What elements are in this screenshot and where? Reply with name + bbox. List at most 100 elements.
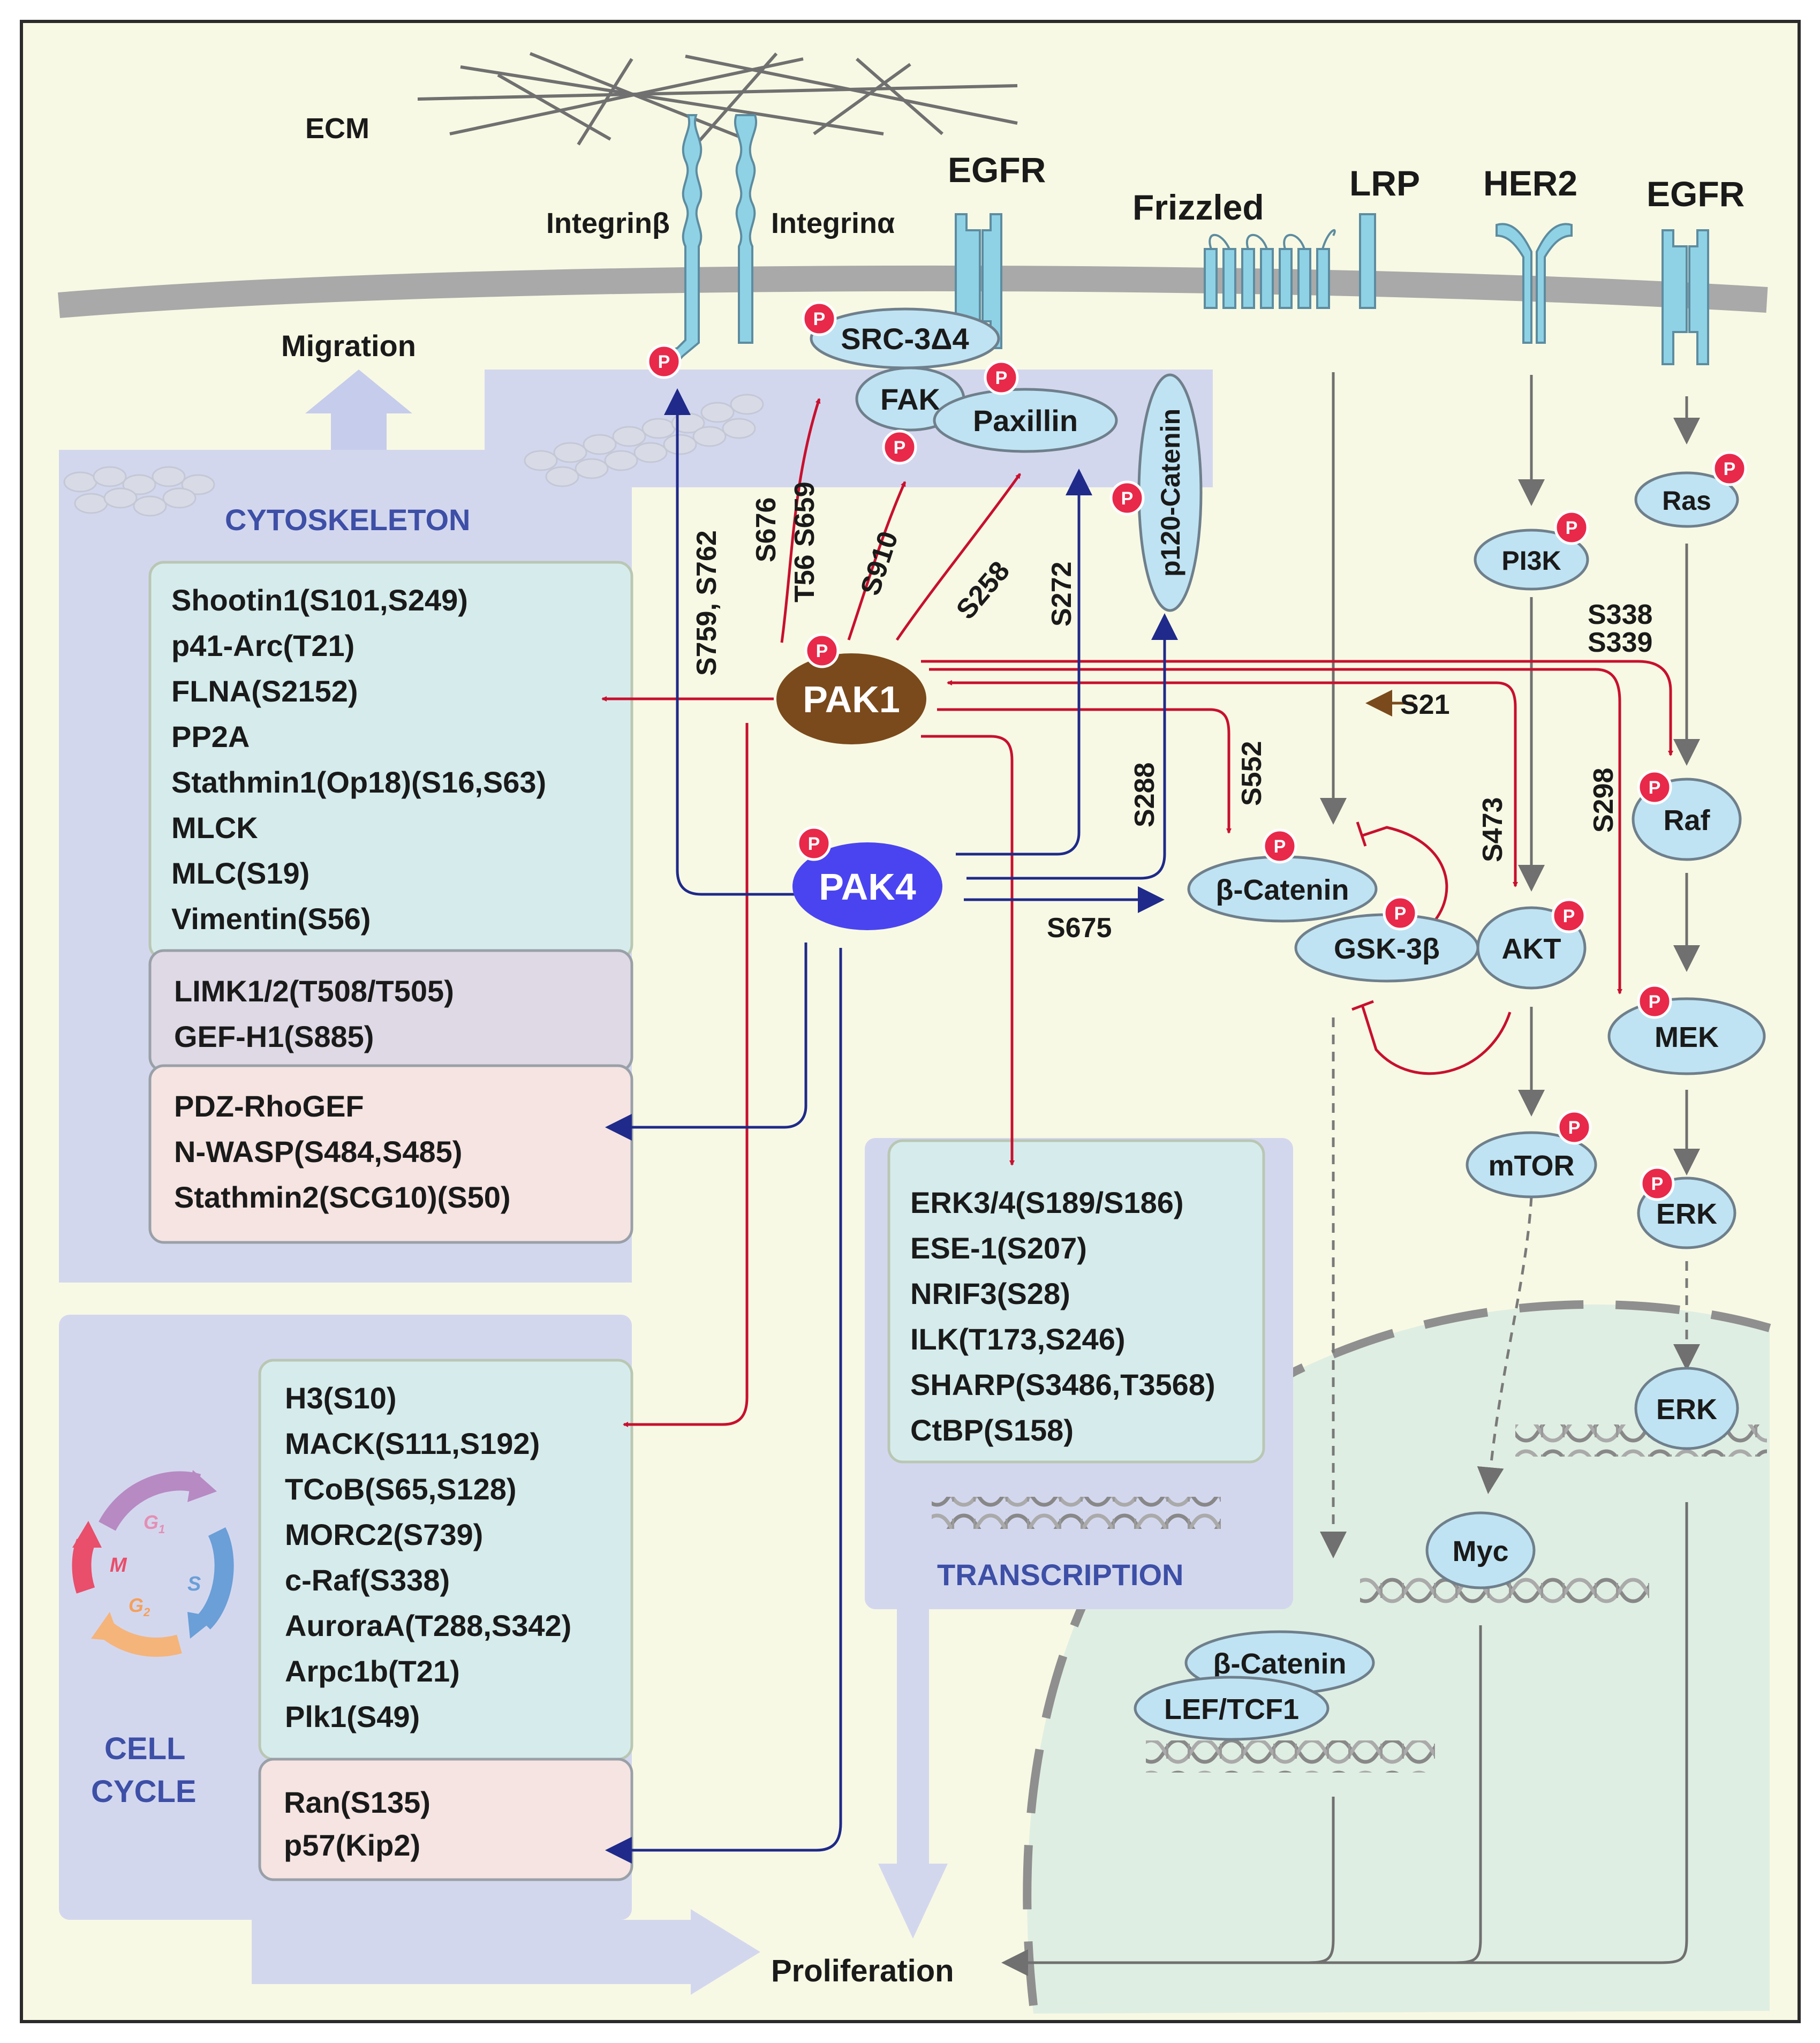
svg-text:P: P (1563, 906, 1575, 926)
phospho-badge (984, 360, 1019, 395)
pak1-node (776, 653, 926, 744)
site-s298: S298 (1588, 768, 1619, 833)
inhibition-arcs (1351, 821, 1512, 1075)
egfr-right-label: EGFR (1647, 174, 1745, 214)
her2-receptor (1496, 223, 1573, 344)
pak4-arrows (605, 388, 1178, 1864)
svg-text:P: P (1568, 1118, 1581, 1138)
site-s759-s762: S759, S762 (691, 530, 722, 676)
site-s339: S339 (1588, 627, 1652, 658)
svg-text:P: P (1724, 459, 1736, 479)
myc-label: Myc (1452, 1535, 1508, 1567)
akt-label: AKT (1502, 933, 1561, 965)
p120-catenin-label: p120-Catenin (1156, 409, 1185, 577)
g1-label: G1 (144, 1511, 165, 1536)
mtor-label: mTOR (1488, 1150, 1574, 1182)
pi3k-node (1474, 529, 1589, 591)
integrin-alpha-label: Integrinα (771, 207, 895, 239)
her2-label: HER2 (1483, 163, 1577, 203)
beta-catenin-label: β-Catenin (1216, 874, 1349, 906)
lrp-receptor (1359, 213, 1376, 309)
cell-cycle-pak4-box (258, 1758, 633, 1881)
actin-filament-decoration (63, 394, 764, 517)
site-t56-s659: T56 S659 (789, 482, 820, 603)
s-label: S (187, 1573, 201, 1595)
g2-label: G2 (129, 1594, 150, 1619)
ecm-fibers (417, 52, 1018, 146)
list-item: LIMK1/2(T508/T505) (174, 974, 454, 1008)
svg-text:P: P (808, 834, 820, 854)
list-item: MLC(S19) (171, 856, 309, 890)
lef-tcf1-label: LEF/TCF1 (1164, 1693, 1299, 1725)
mtor-node (1466, 1131, 1597, 1198)
canonical-pathway-arrows (1001, 372, 1700, 1976)
pak4-label: PAK4 (819, 866, 916, 908)
list-item: AuroraA(T288,S342) (285, 1609, 571, 1642)
cytoskeleton-list: Shootin1(S101,S249) p41-Arc(T21) FLNA(S2… (171, 583, 546, 1214)
proliferation-arrow-v-shaft (897, 1609, 929, 1866)
site-s676: S676 (751, 497, 782, 562)
list-item: p57(Kip2) (284, 1828, 420, 1862)
svg-text:P: P (894, 438, 906, 458)
list-item: FLNA(S2152) (171, 674, 358, 708)
paxillin-label: Paxillin (973, 404, 1078, 438)
site-s552: S552 (1236, 741, 1267, 806)
list-item: CtBP(S158) (910, 1413, 1074, 1447)
erk-nucleus-node (1634, 1367, 1739, 1450)
list-item: H3(S10) (285, 1381, 397, 1415)
mek-label: MEK (1655, 1021, 1719, 1053)
cell-cycle-icon: G1 S G2 M (72, 1470, 234, 1657)
list-item: MACK(S111,S192) (285, 1427, 540, 1460)
phospho-badge (1551, 898, 1587, 933)
cytoskeleton-label: CYTOSKELETON (225, 503, 470, 537)
site-s288: S288 (1129, 763, 1160, 827)
frizzled-receptor (1204, 229, 1336, 309)
proliferation-arrow-h-shaft (252, 1920, 691, 1984)
gsk3b-label: GSK-3β (1334, 933, 1440, 965)
phospho-badges: P P P P P P P P P P P P P P P P (646, 301, 1747, 1201)
list-item: Stathmin1(Op18)(S16,S63) (171, 765, 546, 799)
ecm-label: ECM (305, 112, 369, 145)
myc-node (1425, 1511, 1536, 1589)
lrp-label: LRP (1349, 163, 1420, 203)
site-s21: S21 (1400, 689, 1450, 720)
raf-label: Raf (1663, 804, 1710, 836)
phospho-site-labels: S759, S762 S676 T56 S659 S910 S258 S272 … (691, 482, 1652, 944)
ras-label: Ras (1662, 486, 1711, 516)
proliferation-label: Proliferation (771, 1954, 954, 1988)
list-item: ESE-1(S207) (910, 1231, 1087, 1265)
list-item: ILK(T173,S246) (910, 1322, 1126, 1356)
erk-nucleus-label: ERK (1656, 1393, 1717, 1426)
phospho-badge (1109, 480, 1145, 516)
erk-cytoplasm-label: ERK (1656, 1198, 1717, 1230)
migration-arrow (305, 370, 412, 450)
list-item: NRIF3(S28) (910, 1277, 1070, 1310)
phospho-badge (1640, 1166, 1675, 1201)
svg-text:P: P (813, 309, 826, 329)
phospho-badge (1712, 451, 1747, 486)
pi3k-label: PI3K (1501, 546, 1561, 576)
list-item: Plk1(S49) (285, 1700, 420, 1733)
dna-lef-tcf (1146, 1740, 1435, 1773)
list-item: ERK3/4(S189/S186) (910, 1186, 1184, 1219)
list-item: Vimentin(S56) (171, 902, 371, 936)
cytoskeleton-pak4-box (148, 1064, 633, 1244)
proliferation-arrow-h-head (691, 1909, 760, 1995)
transcription-list-box (887, 1139, 1265, 1464)
list-item: N-WASP(S484,S485) (174, 1135, 462, 1168)
list-item: p41-Arc(T21) (171, 629, 354, 662)
list-item: Stathmin2(SCG10)(S50) (174, 1180, 511, 1214)
list-item: PDZ-RhoGEF (174, 1089, 364, 1123)
svg-text:P: P (1121, 488, 1134, 509)
list-item: SHARP(S3486,T3568) (910, 1368, 1215, 1401)
cell-cycle-label-line1: CELL (104, 1731, 185, 1766)
phospho-badge (802, 301, 837, 336)
integrin-alpha (734, 114, 757, 344)
pak4-node (792, 842, 942, 930)
cell-cycle-label-line2: CYCLE (91, 1774, 197, 1809)
pak1-label: PAK1 (803, 679, 900, 720)
svg-text:P: P (1566, 518, 1578, 538)
list-item: TCoB(S65,S128) (285, 1472, 517, 1506)
svg-text:P: P (1649, 992, 1661, 1012)
